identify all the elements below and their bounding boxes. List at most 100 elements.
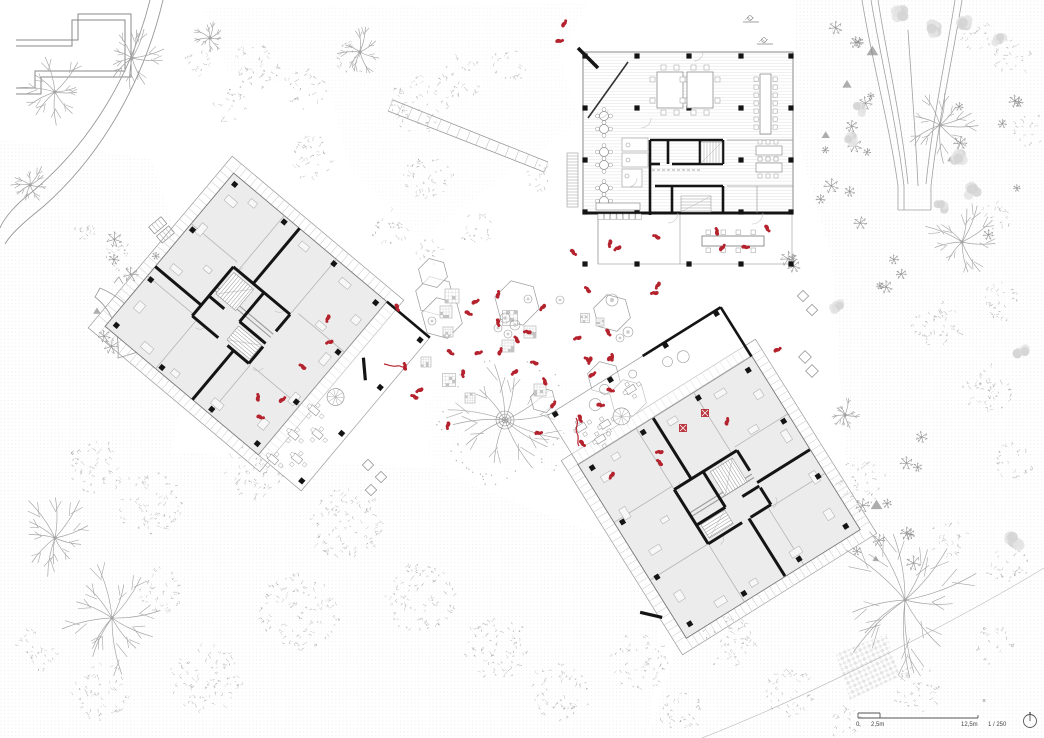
paving-mat: [501, 339, 515, 353]
person-figure: [495, 289, 501, 299]
puff-shrub: [890, 5, 909, 23]
paving-mat: [595, 317, 605, 327]
winter-tree: [845, 531, 977, 677]
scale-bar-graphic: [857, 712, 979, 719]
bush: [605, 293, 619, 307]
planter-diamond: [796, 289, 810, 303]
scribble-tree: [372, 207, 410, 245]
red-figures: [255, 19, 782, 480]
scribble-tree: [910, 300, 964, 346]
puff-shrub: [852, 101, 867, 118]
winter-tree: [112, 28, 165, 90]
scribble-tree: [258, 572, 340, 652]
planter-diamond: [805, 364, 819, 378]
puff-shrub: [844, 131, 858, 147]
paving-mat: [533, 383, 547, 397]
person-figure: [578, 439, 586, 448]
scribble-tree: [931, 521, 969, 558]
scribble-tree: [118, 471, 183, 535]
puff-shrub: [963, 181, 982, 200]
paving-mat: [442, 373, 456, 387]
person-figure: [583, 356, 592, 363]
person-figure: [530, 360, 539, 366]
north-indicator: [1023, 712, 1037, 728]
picnic-mat: [701, 409, 709, 417]
puff-shrub: [933, 199, 950, 214]
person-figure: [510, 369, 519, 376]
person-figure: [415, 387, 424, 394]
person-figure: [714, 227, 720, 236]
winter-tree: [193, 21, 222, 53]
person-figure: [654, 450, 664, 455]
paving-mat: [439, 305, 453, 319]
winter-tree: [445, 364, 562, 469]
scribble-tree: [531, 662, 590, 722]
shrub-field: [947, 94, 1024, 240]
person-figure: [724, 416, 730, 426]
person-figure: [550, 400, 557, 409]
shrub-field: [852, 430, 928, 571]
winter-tree: [831, 397, 861, 429]
puff-shrub: [1012, 344, 1030, 359]
person-figure: [255, 392, 261, 402]
person-figure: [654, 281, 661, 290]
person-figure: [573, 335, 582, 341]
annotations: ×: [743, 15, 986, 705]
bush: [499, 312, 511, 324]
winter-tree: [909, 93, 979, 164]
scribble-tree: [184, 50, 211, 78]
bush: [503, 329, 513, 339]
bush: [555, 295, 565, 305]
bush: [622, 326, 634, 338]
shrub-field: [815, 20, 879, 230]
scribble-tree: [212, 88, 248, 123]
person-figure: [445, 421, 451, 431]
person-figure: [474, 350, 483, 356]
person-figure: [298, 363, 307, 370]
person-figure: [542, 377, 548, 386]
building-tower-west: [87, 155, 431, 492]
scribble-tree: [702, 616, 758, 667]
scribble-tree: [659, 692, 702, 729]
scribble-tree: [975, 626, 1015, 666]
person-figure: [464, 310, 473, 316]
scribble-tree: [960, 23, 991, 50]
person-figure: [460, 369, 466, 379]
scribble-tree: [70, 440, 122, 494]
person-figure: [656, 458, 664, 467]
person-figure: [569, 248, 578, 256]
scribble-tree: [984, 281, 1019, 322]
scribble-tree: [832, 704, 863, 737]
hex-planter: [609, 379, 647, 417]
scribble-tree: [994, 38, 1033, 73]
paving-mat: [442, 326, 454, 338]
mini-sketch: [743, 15, 759, 23]
scribble-tree: [985, 541, 1029, 583]
person-figure: [577, 414, 583, 423]
person-figure: [596, 402, 606, 408]
winter-tree: [925, 203, 996, 273]
person-figure: [613, 245, 622, 252]
person-figure: [278, 396, 287, 404]
scale-end-label: 12,5m: [961, 722, 978, 728]
planter-diamond: [798, 350, 812, 364]
person-figure: [522, 329, 532, 335]
person-figure: [605, 328, 612, 337]
scale-zero-label: 0: [856, 722, 860, 728]
person-figure: [256, 414, 265, 420]
scribble-tree: [15, 628, 60, 672]
building-tower-east: [547, 306, 878, 656]
person-figure: [325, 314, 331, 323]
scribble-tree: [981, 200, 1010, 230]
scribble-tree: [284, 68, 328, 110]
scribble-tree: [292, 135, 335, 181]
person-figure: [609, 352, 615, 362]
scribble-tree: [384, 563, 457, 631]
winter-tree: [336, 26, 380, 74]
planter-diamond: [364, 483, 378, 497]
puff-shrub: [829, 299, 845, 315]
scribble-tree: [1013, 114, 1044, 147]
person-figure: [561, 19, 568, 28]
scribble-tree: [765, 669, 815, 717]
